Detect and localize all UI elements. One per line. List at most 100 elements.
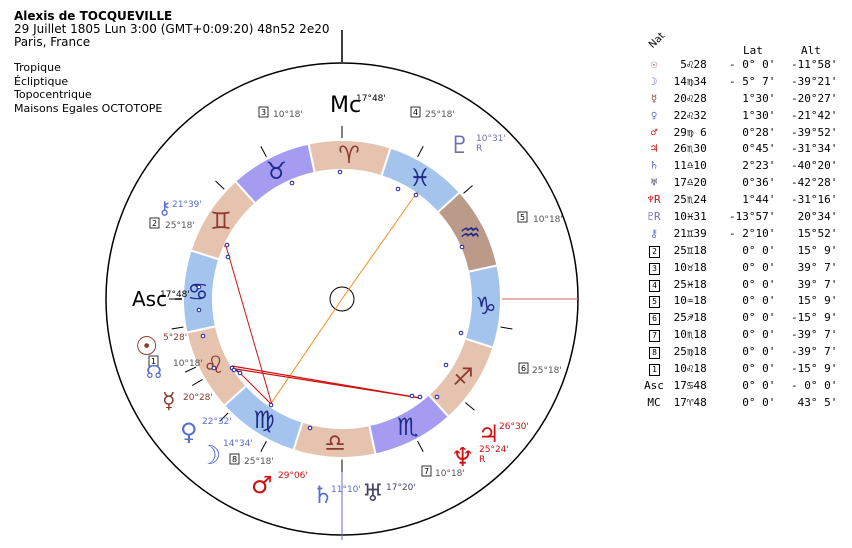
cell-pos: 17♎20 (667, 176, 707, 190)
table-row: ♄ 11♎10 2°23'-40°20' (643, 158, 848, 175)
aspect-line-red (225, 245, 273, 406)
cell-sym: ☿ (650, 91, 658, 105)
planet-mercury-degree: 20°28' (183, 393, 213, 403)
house-number: 7 (424, 467, 429, 476)
planet-saturn-degree: 11°10' (331, 485, 361, 495)
cell-alt: - 0° 0' (791, 378, 838, 392)
planet-venus-icon: ♀ (180, 418, 198, 446)
planet-uranus-icon: ♅ (362, 479, 384, 507)
cell-lat: 0° 0' (729, 277, 776, 291)
house-number: 5 (520, 213, 525, 222)
cell-pos: 25♏24 (667, 193, 707, 207)
cell-sym: MC (647, 395, 661, 409)
cell-sym: ♄ (650, 159, 658, 173)
position-dot (231, 367, 237, 373)
cell-alt: -21°42' (791, 108, 838, 122)
house-cusp-degree: 10°18' (273, 110, 303, 120)
cell-pos: 25♓18 (667, 277, 707, 291)
cell-lat: - 0° 0' (729, 58, 776, 71)
zodiac-sign-glyph: ♉ (265, 157, 287, 185)
cusp-tick (417, 440, 424, 452)
cusp-tick (219, 412, 229, 422)
table-row: ♂ 29♍ 6 0°28'-39°52' (643, 125, 848, 142)
cusp-tick (191, 379, 203, 386)
house-cusp-degree: 10°18' (435, 469, 465, 479)
cell-pos: 21♊39 (667, 226, 707, 240)
cell-alt: -39° 7' (791, 345, 838, 359)
zodiac-sign-glyph: ♈ (338, 141, 360, 169)
house-number: 6 (521, 364, 526, 373)
cell-alt: -20°27' (791, 91, 838, 105)
cell-alt: -15° 9' (791, 362, 838, 376)
position-dot (413, 192, 419, 198)
cell-sym: 1 (649, 364, 660, 377)
cell-alt: -39°21' (791, 74, 838, 88)
cell-sym: ☽ (650, 74, 658, 88)
cell-pos: 22♌32 (667, 108, 707, 122)
house-cusp-degree: 10°18' (173, 359, 203, 369)
table-row: ♀ 22♌32 1°30'-21°42' (643, 108, 848, 125)
zodiac-sign-glyph: ♑ (475, 292, 497, 320)
house-number: 4 (413, 108, 418, 117)
house-number-box (421, 465, 432, 477)
position-dot (307, 425, 313, 431)
house-cusp-degree: 25°18' (532, 366, 562, 376)
chart-settings: Tropique Écliptique Topocentrique Maison… (14, 61, 162, 115)
cell-sym: ♃ (650, 142, 658, 156)
house-number: 8 (232, 455, 237, 464)
setting-house-system: Maisons Egales OCTOTOPE (14, 101, 163, 115)
cell-sym: Asc (644, 378, 664, 392)
chart-header: Alexis de TOCQUEVILLE 29 Juillet 1805 Lu… (14, 10, 329, 49)
cell-pos: 10♌18 (667, 362, 707, 376)
setting-center: Topocentrique (14, 88, 92, 101)
house-cusp-degree: 25°18' (244, 457, 274, 467)
table-row: 6 25♐18 0° 0'-15° 9' (643, 310, 848, 327)
position-dot (211, 365, 217, 371)
cell-pos: 25♍18 (667, 345, 707, 359)
cell-alt: -39° 7' (791, 328, 838, 342)
cell-alt: 15°52' (791, 226, 838, 240)
planet-chiron-icon: ⚷ (158, 198, 171, 219)
cell-pos: 5♌28 (667, 58, 707, 71)
table-header: Nat Lat Alt (643, 31, 848, 57)
position-dot (289, 180, 295, 186)
position-dot (268, 402, 274, 408)
zodiac-sign-glyph: ♏ (397, 413, 419, 441)
subject-name: Alexis de TOCQUEVILLE (14, 9, 173, 23)
planet-mars-degree: 29°06' (278, 471, 308, 481)
planet-saturn-icon: ♄ (312, 481, 334, 509)
planet-jupiter-icon: ♃ (478, 420, 500, 448)
cell-sym: ♂ (650, 125, 658, 139)
cell-alt: -15° 9' (791, 311, 838, 325)
position-dot (434, 394, 440, 400)
asc-label: Asc (132, 287, 167, 311)
planet-jupiter-degree: 26°30' (499, 422, 529, 432)
position-dot (337, 169, 343, 175)
cell-sym: ☉ (650, 58, 658, 71)
planet-moon-icon: ☽ (198, 441, 221, 471)
cell-pos: 10♉18 (667, 260, 707, 274)
position-dot (225, 254, 231, 260)
cell-lat: 0° 0' (729, 328, 776, 342)
cell-pos: 29♍ 6 (667, 125, 707, 139)
cell-pos: 10♏18 (667, 328, 707, 342)
house-cusp-degree: 10°18' (533, 215, 563, 225)
cell-alt: 15° 9' (791, 294, 838, 308)
cell-lat: 0° 0' (729, 311, 776, 325)
cusp-tick (463, 185, 473, 194)
cell-sym: 3 (649, 262, 660, 275)
planet-sun-degree: 5°28' (163, 333, 187, 343)
cusp-tick (260, 146, 267, 158)
cell-pos: 10♓31 (667, 210, 707, 224)
cusp-tick (500, 326, 513, 330)
position-dot (395, 186, 401, 192)
table-row: ♅ 17♎20 0°36'-42°28' (643, 175, 848, 192)
table-row: 8 25♍18 0° 0'-39° 7' (643, 344, 848, 361)
cell-alt: -31°34' (791, 142, 838, 156)
cusp-tick (465, 402, 475, 411)
cell-alt: -42°28' (791, 176, 838, 190)
planet-neptune-icon: ♆ (451, 443, 474, 473)
zodiac-sign-glyph: ♊ (210, 207, 232, 235)
cell-sym: ♇R (647, 210, 661, 224)
